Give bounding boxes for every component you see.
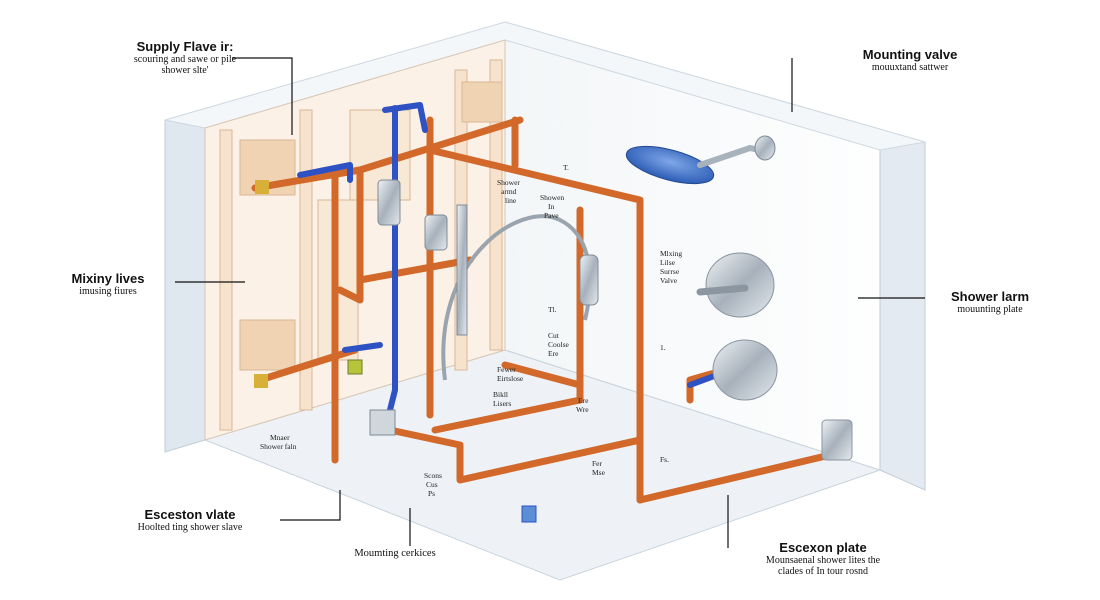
stud xyxy=(219,129,233,431)
marker-t: T. xyxy=(563,163,569,172)
copper-pipe xyxy=(336,166,364,304)
callout-subtitle: mouuxtand sattwer xyxy=(871,62,949,74)
stud xyxy=(489,59,503,351)
copper-pipe xyxy=(386,426,644,484)
callout-mixing-lines: Mixiny lives imusing fiures xyxy=(48,271,168,298)
callout-mounting-services: Moumting cerkices xyxy=(320,548,470,560)
callout-escutcheon-right: Escexon plate Mounsaenal shower lites th… xyxy=(718,540,928,578)
framing-box xyxy=(461,81,503,123)
marker-11: Tl. xyxy=(548,305,557,314)
right-wall-edge xyxy=(879,141,926,491)
copper-pipe xyxy=(256,346,359,384)
stud xyxy=(299,109,313,411)
marker-1: 1. xyxy=(660,343,666,352)
callout-title: Esceston vlate xyxy=(144,507,236,522)
drain-fitting xyxy=(369,409,396,436)
room-shell xyxy=(164,21,926,581)
callout-subtitle: shower slte' xyxy=(161,65,209,77)
callout-title: Shower larm xyxy=(950,289,1030,304)
callout-title: Supply Flave ir: xyxy=(136,39,234,54)
callout-shower-arm: Shower larm mouunting plate xyxy=(930,289,1050,316)
callout-title: Mounting valve xyxy=(862,47,958,62)
right-wall-fixtures xyxy=(521,135,853,523)
copper-pipe xyxy=(356,256,474,284)
callout-mounting-valve: Mounting valve mouuxtand sattwer xyxy=(830,47,990,74)
callout-title: Escexon plate xyxy=(779,540,867,555)
callout-subtitle: imusing fiures xyxy=(79,286,137,298)
valve-body xyxy=(377,179,401,226)
fitting-brass xyxy=(254,374,268,388)
callout-subtitle: mouunting plate xyxy=(957,304,1023,316)
pex-pipe xyxy=(297,162,353,183)
marker-fs: Fs. xyxy=(660,455,669,464)
callout-supply-valve: Supply Flave ir: scouring and sawe or pi… xyxy=(90,39,280,77)
mounting-flange xyxy=(754,135,776,161)
escutcheon-plate xyxy=(712,339,778,401)
callout-subtitle: clades of In tour rosnd xyxy=(778,566,868,578)
fitting-brass xyxy=(255,180,269,194)
rain-shower-head xyxy=(625,145,715,185)
copper-pipe xyxy=(426,146,644,504)
leader-lines xyxy=(175,57,925,548)
callout-title: Moumting cerkices xyxy=(354,548,436,559)
slide-bar xyxy=(456,204,468,336)
diverter-valve xyxy=(424,214,448,251)
leader-line xyxy=(280,490,341,521)
callout-subtitle: Mounsaenal shower lites the xyxy=(765,555,881,567)
copper-pipe xyxy=(501,361,584,389)
fixtures xyxy=(254,179,599,436)
copper-pipe xyxy=(636,451,834,504)
callout-escutcheon-left: Esceston vlate Hoolted ting shower slave xyxy=(100,507,280,534)
pex-pipe xyxy=(342,342,383,353)
leader-line xyxy=(232,57,293,135)
callout-subtitle: scouring and sawe or pile xyxy=(133,54,237,66)
floor-drain-icon xyxy=(521,505,537,523)
wall-outlet xyxy=(821,419,853,461)
callout-subtitle: Hoolted ting shower slave xyxy=(137,522,243,534)
callout-title: Mixiny lives xyxy=(71,271,145,286)
mixing-handle xyxy=(696,284,749,296)
valve-fitting-green xyxy=(347,359,363,375)
framing-box xyxy=(239,319,296,371)
hand-shower xyxy=(579,254,599,306)
